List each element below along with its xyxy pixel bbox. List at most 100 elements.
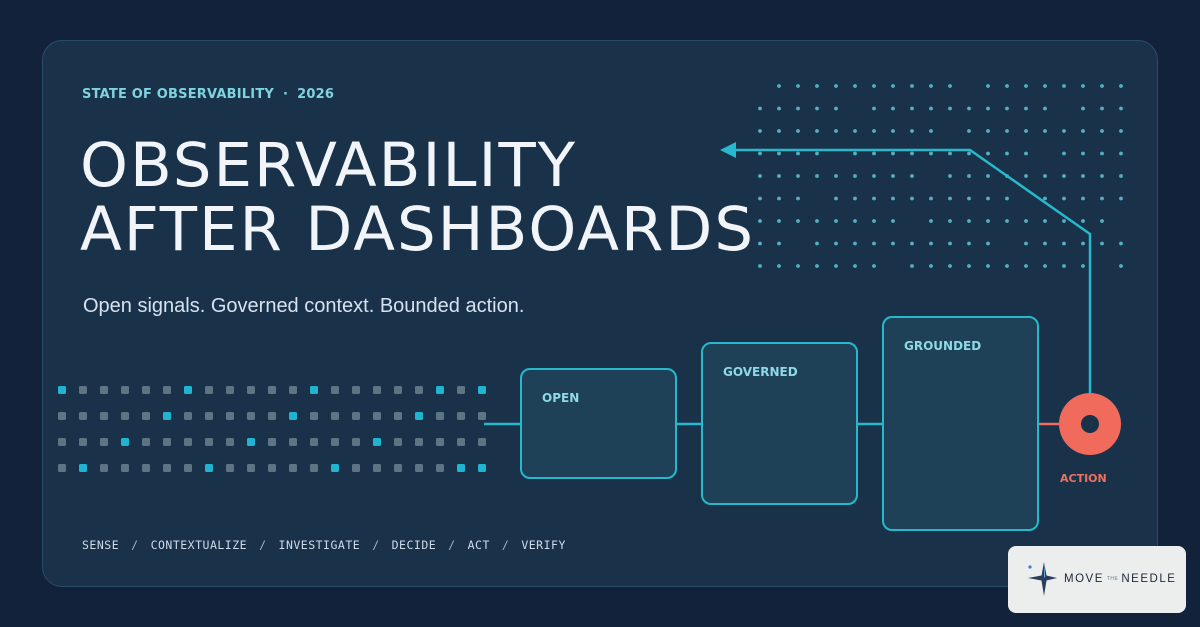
field-dot — [834, 219, 838, 223]
title-line-1: OBSERVABILITY — [80, 130, 577, 201]
signal-dot — [331, 412, 339, 420]
field-dot — [758, 264, 762, 268]
field-dot — [910, 241, 914, 246]
signal-dot — [142, 412, 150, 420]
field-dot — [834, 106, 838, 111]
signal-dot — [142, 386, 150, 394]
signal-dot-active — [478, 464, 486, 472]
signal-dot — [373, 412, 381, 420]
field-dot — [872, 264, 876, 268]
field-dot — [758, 174, 762, 178]
signal-dot — [100, 386, 108, 394]
field-dot — [986, 151, 990, 156]
field-dot — [1119, 129, 1123, 133]
field-dot — [815, 106, 819, 111]
signal-dot — [436, 464, 444, 472]
field-dot — [853, 174, 857, 178]
signal-dot-active — [415, 412, 423, 420]
signal-dot — [226, 464, 234, 472]
field-dot — [891, 241, 895, 246]
field-dot — [891, 219, 895, 223]
step-contextualize: CONTEXTUALIZE — [150, 538, 248, 552]
stage-label-governed: GOVERNED — [723, 365, 798, 379]
field-dot — [796, 84, 800, 88]
signal-dot — [121, 412, 129, 420]
signal-dot — [352, 438, 360, 446]
field-dot — [1081, 241, 1085, 246]
field-dot — [967, 151, 971, 156]
signal-dot — [79, 412, 87, 420]
dot-field-pattern — [758, 84, 1123, 268]
signal-dot — [100, 438, 108, 446]
field-dot — [796, 174, 800, 178]
field-dot — [1062, 151, 1066, 156]
signal-dot — [352, 464, 360, 472]
signal-dot — [121, 464, 129, 472]
field-dot — [891, 106, 895, 111]
field-dot — [1081, 196, 1085, 201]
signal-dot — [415, 438, 423, 446]
field-dot — [1119, 241, 1123, 246]
field-dot — [815, 174, 819, 178]
signal-dot — [184, 412, 192, 420]
field-dot — [872, 219, 876, 223]
field-dot — [777, 151, 781, 156]
field-dot — [1081, 219, 1085, 223]
signal-dot — [268, 438, 276, 446]
signal-dot-active — [436, 386, 444, 394]
field-dot — [872, 241, 876, 246]
field-dot — [1062, 264, 1066, 268]
eyebrow-label: STATE OF OBSERVABILITY — [82, 87, 275, 102]
field-dot — [815, 241, 819, 246]
stage-label-grounded: GROUNDED — [904, 339, 982, 353]
field-dot — [929, 151, 933, 156]
field-dot — [1005, 196, 1009, 201]
field-dot — [853, 241, 857, 246]
signal-dot — [184, 438, 192, 446]
step-investigate: INVESTIGATE — [278, 538, 361, 552]
stage-label-open: OPEN — [542, 391, 580, 405]
signal-dot — [331, 386, 339, 394]
subtitle: Open signals. Governed context. Bounded … — [83, 295, 525, 317]
signal-dot — [457, 438, 465, 446]
field-dot — [910, 264, 914, 268]
signal-dot — [373, 464, 381, 472]
eyebrow-separator: · — [283, 87, 289, 102]
field-dot — [758, 129, 762, 133]
field-dot — [777, 196, 781, 201]
signal-dot — [310, 438, 318, 446]
field-dot — [929, 84, 933, 88]
signal-dot-active — [58, 386, 66, 394]
field-dot — [1062, 174, 1066, 178]
signal-dot — [58, 438, 66, 446]
field-dot — [910, 196, 914, 201]
signal-dot-active — [478, 386, 486, 394]
field-dot — [834, 129, 838, 133]
field-dot — [1062, 129, 1066, 133]
field-dot — [929, 196, 933, 201]
field-dot — [1081, 151, 1085, 156]
signal-dot — [226, 386, 234, 394]
field-dot — [967, 174, 971, 178]
field-dot — [948, 174, 952, 178]
field-dot — [986, 241, 990, 246]
field-dot — [967, 219, 971, 223]
step-separator: / — [448, 538, 456, 552]
field-dot — [796, 264, 800, 268]
signal-dot-active — [310, 386, 318, 394]
field-dot — [986, 196, 990, 201]
field-dot — [1100, 151, 1104, 156]
field-dot — [1043, 241, 1047, 246]
signal-dot — [415, 464, 423, 472]
field-dot — [872, 151, 876, 156]
signal-dot — [289, 464, 297, 472]
field-dot — [853, 219, 857, 223]
signal-dot — [268, 412, 276, 420]
field-dot — [872, 106, 876, 111]
field-dot — [1005, 151, 1009, 156]
field-dot — [1043, 264, 1047, 268]
title-line-2: AFTER DASHBOARDS — [80, 194, 756, 265]
field-dot — [834, 264, 838, 268]
field-dot — [986, 264, 990, 268]
field-dot — [1024, 106, 1028, 111]
